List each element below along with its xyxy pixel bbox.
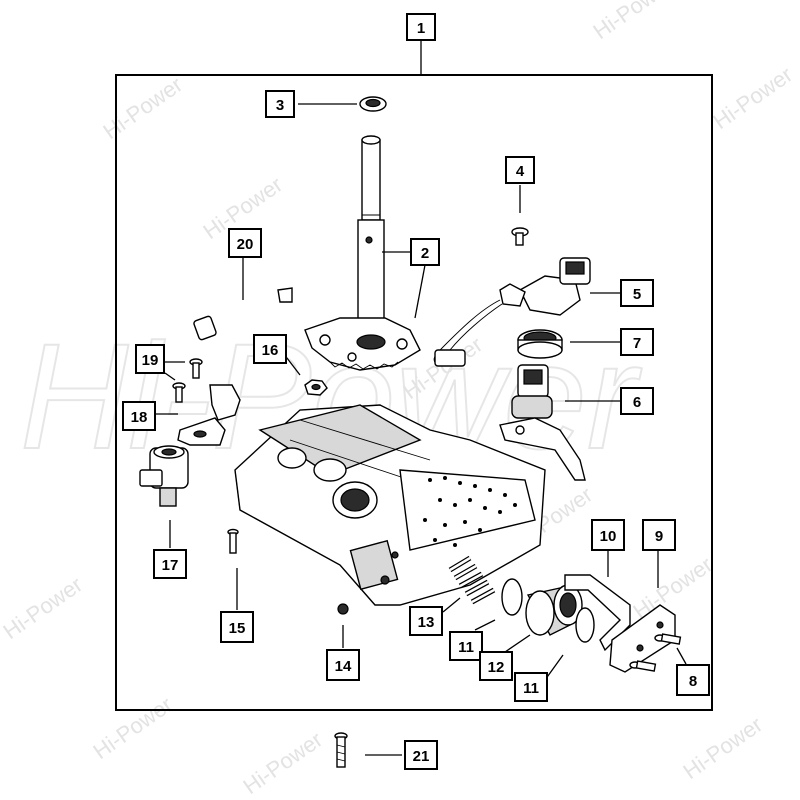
leader-lines: [155, 40, 687, 756]
callout-3-label: 3: [276, 97, 284, 114]
part-5-sensor: [433, 257, 591, 367]
part-17-solenoid: [139, 445, 189, 507]
part-10-bracket: [564, 574, 631, 652]
callout-17: 17: [153, 549, 187, 579]
callout-8-label: 8: [689, 673, 697, 690]
part-2-manual-shaft: [304, 135, 421, 371]
callout-19: 19: [135, 344, 165, 374]
callout-16-label: 16: [262, 342, 279, 359]
watermark-small-9: Hi-Power: [89, 692, 177, 764]
part-14-ball: [337, 603, 349, 615]
callout-11-a-label: 11: [458, 639, 474, 656]
callout-7-label: 7: [633, 335, 641, 352]
callout-6-label: 6: [633, 394, 641, 411]
callout-2: 2: [410, 238, 440, 266]
part-19-screws: [172, 358, 203, 403]
watermark-small-10: Hi-Power: [679, 712, 767, 784]
part-11-oring-b: [575, 607, 595, 643]
callout-12: 12: [479, 651, 513, 681]
watermark-small-1: Hi-Power: [99, 72, 187, 144]
callout-17-label: 17: [162, 557, 179, 574]
callout-3: 3: [265, 90, 295, 118]
callout-1-label: 1: [417, 20, 425, 37]
valve-body: [234, 404, 546, 606]
part-20-rod: [193, 287, 293, 341]
callout-5: 5: [620, 279, 654, 307]
callout-18-label: 18: [131, 409, 148, 426]
callout-6: 6: [620, 387, 654, 415]
watermark-small-11: Hi-Power: [239, 727, 327, 799]
callout-9: 9: [642, 519, 676, 551]
callout-5-label: 5: [633, 286, 641, 303]
callout-13: 13: [409, 606, 443, 636]
callout-21: 21: [404, 740, 438, 770]
callout-12-label: 12: [488, 659, 505, 676]
callout-1: 1: [406, 13, 436, 41]
assembly-frame: [115, 74, 713, 711]
callout-15: 15: [220, 611, 254, 643]
watermark-small-4: Hi-Power: [709, 62, 797, 134]
part-4-screw: [511, 227, 529, 246]
callout-11-b: 11: [514, 672, 548, 702]
callout-20-label: 20: [237, 236, 254, 253]
callout-4: 4: [505, 156, 535, 184]
watermark-small-2: Hi-Power: [589, 0, 677, 44]
callout-8: 8: [676, 664, 710, 696]
part-11-oring-a: [501, 578, 523, 616]
callout-7: 7: [620, 328, 654, 356]
watermark-small-7: Hi-Power: [0, 572, 87, 644]
callout-14: 14: [326, 649, 360, 681]
callout-10-label: 10: [600, 528, 617, 545]
callout-9-label: 9: [655, 528, 663, 545]
callout-21-label: 21: [413, 748, 430, 765]
part-21-bolt: [334, 732, 348, 768]
callout-11-a: 11: [449, 631, 483, 661]
callout-11-b-label: 11: [523, 680, 539, 697]
part-18-bracket: [177, 384, 241, 446]
callout-4-label: 4: [516, 163, 525, 180]
part-6-sensor: [499, 364, 586, 481]
part-16-nut: [304, 379, 328, 396]
part-13-spring: [448, 555, 496, 605]
part-15-bolt: [227, 528, 239, 554]
callout-14-label: 14: [335, 658, 352, 675]
callout-13-label: 13: [418, 614, 435, 631]
callout-20: 20: [228, 228, 262, 258]
callout-19-label: 19: [142, 352, 159, 369]
callout-15-label: 15: [229, 620, 246, 637]
callout-10: 10: [591, 519, 625, 551]
callout-16: 16: [253, 334, 287, 364]
part-12-piston: [525, 584, 583, 636]
callout-2-label: 2: [421, 245, 429, 262]
callout-18: 18: [122, 401, 156, 431]
part-7-seal: [517, 329, 563, 359]
part-8-screws: [629, 633, 682, 672]
part-3-ring: [359, 96, 387, 112]
